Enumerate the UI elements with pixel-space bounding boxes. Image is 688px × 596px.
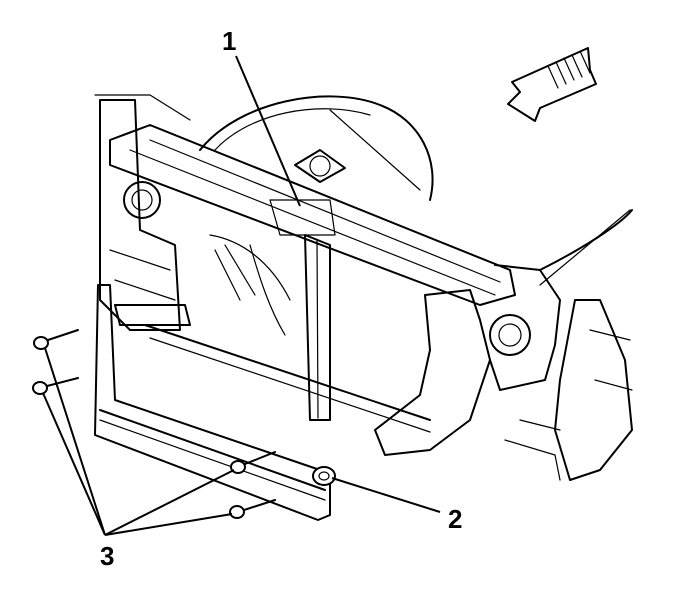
callout-2: 2 <box>448 504 462 534</box>
leader-2 <box>331 477 441 513</box>
leader-3b <box>42 392 106 536</box>
bolt-lower-left <box>32 377 79 395</box>
upper-tie-bar <box>109 124 516 306</box>
leader-3d <box>104 513 233 536</box>
bolt-center <box>230 451 276 474</box>
engine-outline <box>94 94 291 336</box>
leader-3a <box>44 347 106 536</box>
bolt-lower-center <box>229 499 276 519</box>
callout-1: 1 <box>222 26 236 56</box>
leader-1 <box>235 55 301 207</box>
callout-3: 3 <box>100 541 114 571</box>
leader-lines <box>42 55 441 536</box>
leader-3c <box>104 469 235 536</box>
bolt-upper-left <box>33 329 79 350</box>
bolt-group <box>32 329 276 519</box>
right-side-structure <box>374 209 633 481</box>
center-bracket <box>304 234 331 421</box>
front-direction-arrow-icon <box>507 47 597 122</box>
fan-shroud <box>199 95 434 201</box>
lower-radiator-support <box>94 284 431 521</box>
left-side-support <box>99 99 181 331</box>
lower-mount-bushing <box>312 466 336 486</box>
